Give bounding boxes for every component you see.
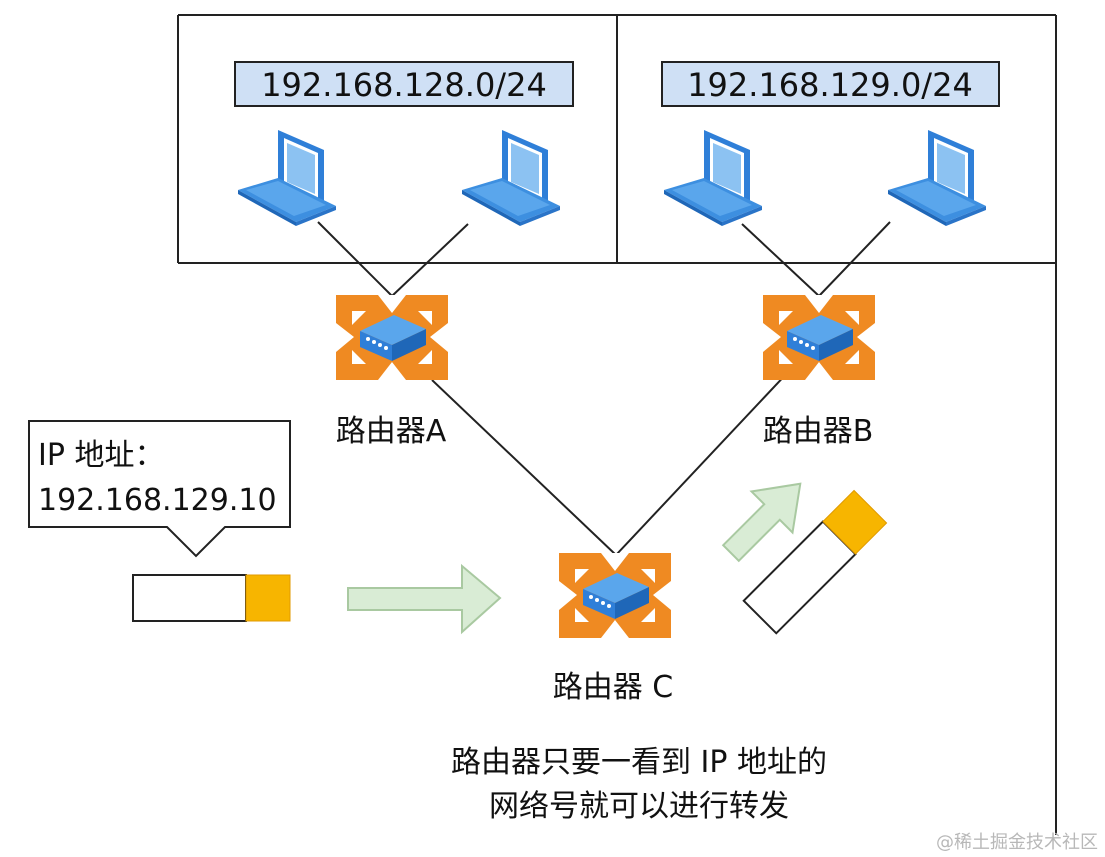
router-a-label: 路由器A <box>336 414 447 449</box>
subnet-frame <box>177 14 1057 835</box>
packet-icon <box>132 574 291 622</box>
subnet-left-label-box: 192.168.128.0/24 <box>234 61 574 107</box>
laptop-icon <box>664 130 762 226</box>
packet-icon <box>742 489 888 635</box>
callout-line1: IP 地址： <box>38 438 164 473</box>
router-b-label: 路由器B <box>763 414 874 449</box>
subnet-right-label-box: 192.168.129.0/24 <box>661 61 1000 107</box>
laptop-icon <box>888 130 986 226</box>
arrow-icon <box>721 482 802 563</box>
router-c-label: 路由器 C <box>553 670 673 705</box>
arrow-icon <box>347 563 502 635</box>
ip-address-callout: IP 地址： 192.168.129.10 <box>28 420 291 558</box>
router-a-icon <box>336 295 448 380</box>
caption-line1: 路由器只要一看到 IP 地址的 <box>451 745 827 780</box>
router-c-icon <box>559 553 671 638</box>
callout-line2: 192.168.129.10 <box>38 483 277 518</box>
subnet-left-cidr: 192.168.128.0/24 <box>261 66 547 104</box>
laptop-icon <box>462 130 560 226</box>
subnet-right-cidr: 192.168.129.0/24 <box>687 66 973 104</box>
caption-line2: 网络号就可以进行转发 <box>489 789 789 824</box>
laptop-icon <box>238 130 336 226</box>
router-b-icon <box>763 295 875 380</box>
connection-lines <box>317 221 891 556</box>
watermark-text: @稀土掘金技术社区 <box>936 832 1098 853</box>
